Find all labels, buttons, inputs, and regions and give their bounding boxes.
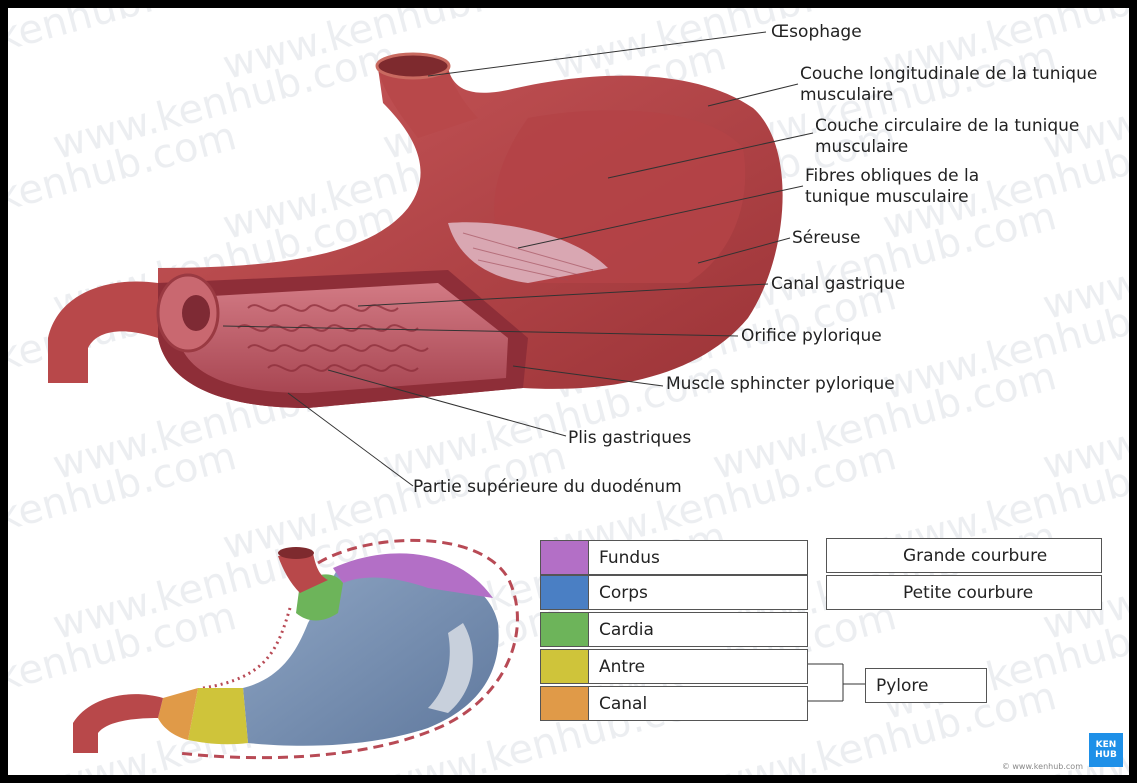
logo-line-1: KEN	[1096, 740, 1117, 750]
kenhub-logo: KEN HUB	[1089, 733, 1123, 767]
legend-pylore-label: Pylore	[866, 676, 929, 696]
legend-canal-label: Canal	[589, 694, 647, 714]
legend-fundus: Fundus	[540, 540, 808, 575]
label-gastric-canal: Canal gastrique	[771, 274, 905, 295]
label-circular: Couche circulaire de la tunique musculai…	[815, 116, 1085, 158]
legend-cardia: Cardia	[540, 612, 808, 647]
small-duodenum	[73, 694, 163, 753]
legend-cardia-label: Cardia	[589, 620, 654, 640]
swatch-corps	[541, 576, 589, 609]
pyloric-orifice-shape	[182, 295, 210, 331]
swatch-fundus	[541, 541, 589, 574]
swatch-canal	[541, 687, 589, 720]
legend-petite-courbure-label: Petite courbure	[899, 583, 1033, 603]
mucosa-interior	[178, 283, 508, 393]
label-longitudinal: Couche longitudinale de la tunique muscu…	[800, 64, 1110, 106]
main-stomach	[48, 54, 783, 408]
swatch-cardia	[541, 613, 589, 646]
duodenum-tube	[48, 281, 158, 383]
label-oblique: Fibres obliques de la tunique musculaire	[805, 166, 1045, 208]
label-pyloric-orifice: Orifice pylorique	[741, 326, 882, 347]
legend-canal: Canal	[540, 686, 808, 721]
legend-petite-courbure: Petite courbure	[826, 575, 1102, 610]
legend-grande-courbure-label: Grande courbure	[899, 546, 1047, 566]
legend-antre-label: Antre	[589, 657, 645, 677]
legend-fundus-label: Fundus	[589, 548, 660, 568]
legend-corps: Corps	[540, 575, 808, 610]
logo-line-2: HUB	[1095, 750, 1117, 760]
legend-grande-courbure: Grande courbure	[826, 538, 1102, 573]
credit-text: © www.kenhub.com	[1002, 762, 1083, 771]
label-esophagus: Œsophage	[771, 22, 862, 43]
swatch-antre	[541, 650, 589, 683]
label-gastric-folds: Plis gastriques	[568, 428, 691, 449]
label-serosa: Séreuse	[792, 228, 860, 249]
small-esophagus-opening	[278, 547, 314, 559]
legend-corps-label: Corps	[589, 583, 648, 603]
legend-antre: Antre	[540, 649, 808, 684]
legend-pylore: Pylore	[865, 668, 987, 703]
regions-stomach	[73, 540, 517, 757]
label-duodenum: Partie supérieure du duodénum	[413, 477, 682, 498]
region-antre	[188, 688, 248, 744]
pylorus-connector	[805, 664, 865, 701]
label-pyloric-sphincter: Muscle sphincter pylorique	[666, 374, 895, 395]
